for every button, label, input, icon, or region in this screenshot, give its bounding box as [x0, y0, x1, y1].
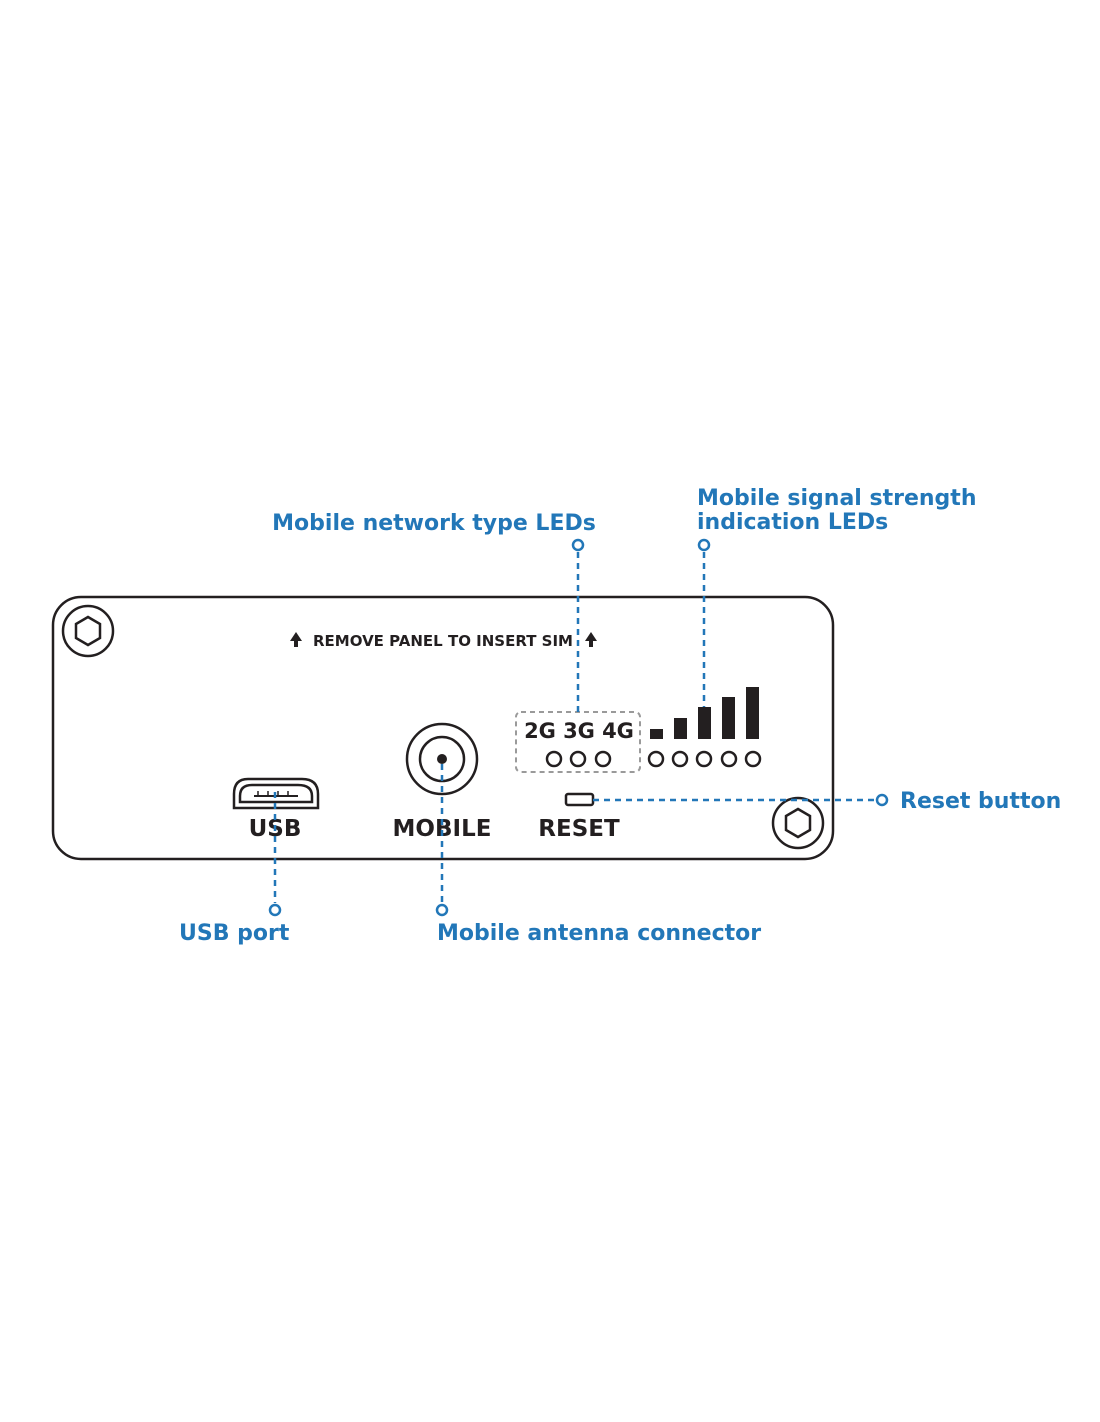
hex-screw-icon [61, 604, 115, 658]
led-icon [545, 750, 563, 768]
hex-screw-icon [771, 796, 825, 850]
network-type-led-group: 2G 3G 4G [515, 711, 641, 773]
callout-leaders [268, 538, 889, 917]
callout-dot [571, 538, 585, 552]
callout-network-type-leds: Mobile network type LEDs [272, 511, 596, 536]
sim-notice: REMOVE PANEL TO INSERT SIM [290, 632, 597, 650]
signal-bar-icon [722, 697, 735, 739]
led-icon [720, 750, 738, 768]
antenna-connector-icon [405, 722, 479, 796]
callout-dot [875, 793, 889, 807]
network-type-2g-label: 2G [524, 719, 556, 743]
front-panel-outline [51, 595, 835, 861]
signal-bar-icon [746, 687, 759, 739]
up-arrow-icon [585, 632, 597, 647]
callout-antenna-connector: Mobile antenna connector [437, 921, 761, 946]
led-icon [647, 750, 665, 768]
signal-bar-icon [650, 729, 663, 739]
callout-signal-strength-line2: indication LEDs [697, 510, 888, 535]
led-icon [744, 750, 762, 768]
callout-reset-button: Reset button [900, 789, 1061, 814]
up-arrow-icon [290, 632, 302, 647]
callout-dot [697, 538, 711, 552]
network-type-3g-label: 3G [563, 719, 595, 743]
reset-button-hole [564, 792, 595, 807]
led-icon [695, 750, 713, 768]
callout-dot [268, 903, 282, 917]
callout-dot [435, 903, 449, 917]
led-icon [569, 750, 587, 768]
signal-strength-group [647, 687, 762, 768]
sim-notice-text: REMOVE PANEL TO INSERT SIM [313, 632, 573, 650]
network-type-4g-label: 4G [602, 719, 634, 743]
led-icon [671, 750, 689, 768]
signal-bar-icon [698, 707, 711, 739]
reset-label: RESET [538, 816, 620, 842]
callout-usb-port: USB port [179, 921, 290, 946]
callout-signal-strength-line1: Mobile signal strength [697, 486, 976, 511]
led-icon [594, 750, 612, 768]
signal-bar-icon [674, 718, 687, 739]
